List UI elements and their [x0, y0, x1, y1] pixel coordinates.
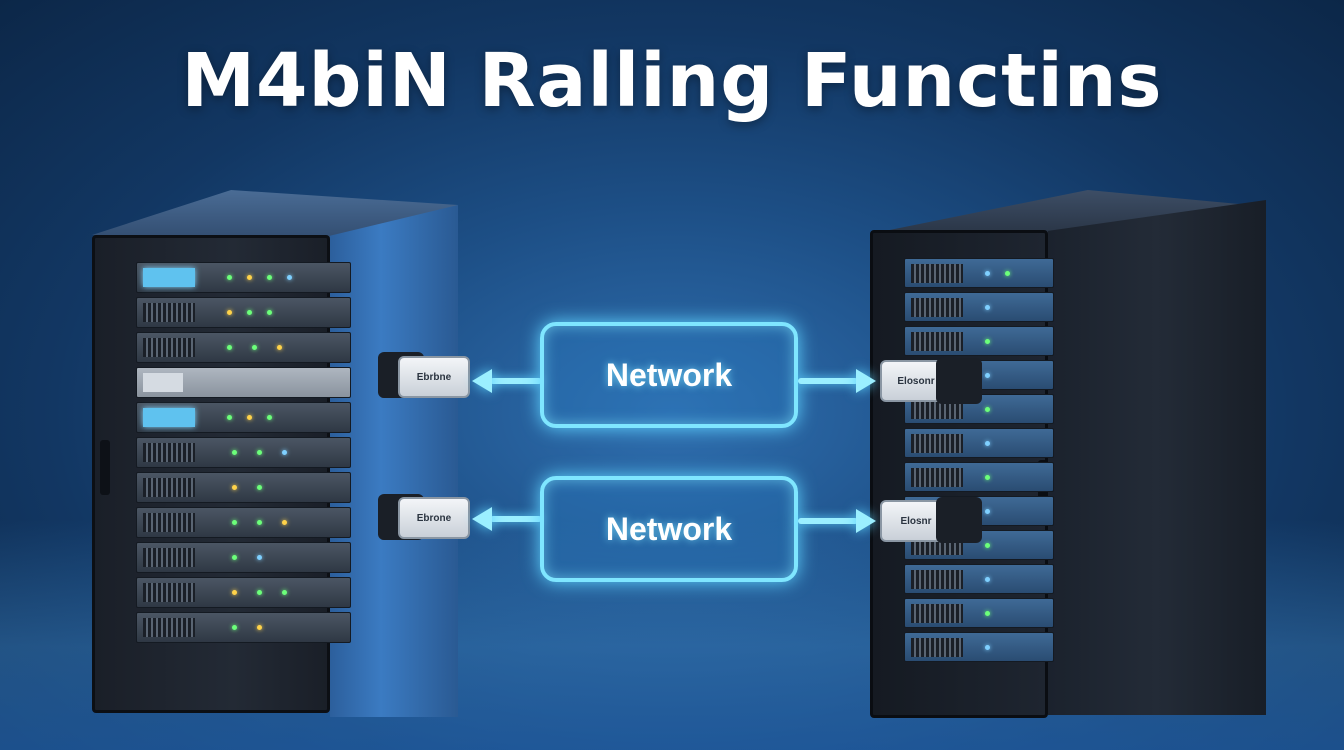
server-unit	[136, 612, 351, 643]
network-label-box: Network	[540, 322, 798, 428]
server-unit	[136, 367, 351, 398]
server-unit	[904, 428, 1054, 458]
server-unit	[136, 542, 351, 573]
server-unit	[904, 598, 1054, 628]
rack-handle	[100, 440, 110, 495]
rack-side-panel	[1048, 200, 1266, 715]
server-unit	[136, 332, 351, 363]
server-unit	[904, 632, 1054, 662]
network-plug-left: Ebrone	[398, 497, 470, 539]
page-title: M4biN Ralling Functins	[181, 38, 1163, 124]
arrow-left-icon	[472, 369, 492, 393]
arrow-right-icon	[856, 369, 876, 393]
server-unit	[904, 326, 1054, 356]
arrow-left-icon	[472, 507, 492, 531]
cable-boot-right	[936, 358, 982, 404]
server-unit	[904, 292, 1054, 322]
server-unit	[136, 402, 351, 433]
server-rack-left	[92, 190, 462, 720]
connection-line	[798, 378, 858, 384]
rack-units	[136, 262, 351, 643]
cable-boot-right	[936, 497, 982, 543]
server-unit	[136, 577, 351, 608]
server-unit	[136, 437, 351, 468]
server-unit	[136, 472, 351, 503]
server-unit	[904, 564, 1054, 594]
server-unit	[136, 262, 351, 293]
rack-units	[904, 258, 1054, 662]
server-unit	[904, 258, 1054, 288]
network-label-box: Network	[540, 476, 798, 582]
server-rack-right	[870, 190, 1270, 720]
server-unit	[904, 462, 1054, 492]
arrow-right-icon	[856, 509, 876, 533]
rack-side-panel	[330, 205, 458, 717]
server-unit	[136, 297, 351, 328]
connection-line	[798, 518, 858, 524]
network-plug-left: Ebrbne	[398, 356, 470, 398]
connection-line	[490, 378, 542, 384]
server-unit	[136, 507, 351, 538]
connection-line	[490, 516, 542, 522]
